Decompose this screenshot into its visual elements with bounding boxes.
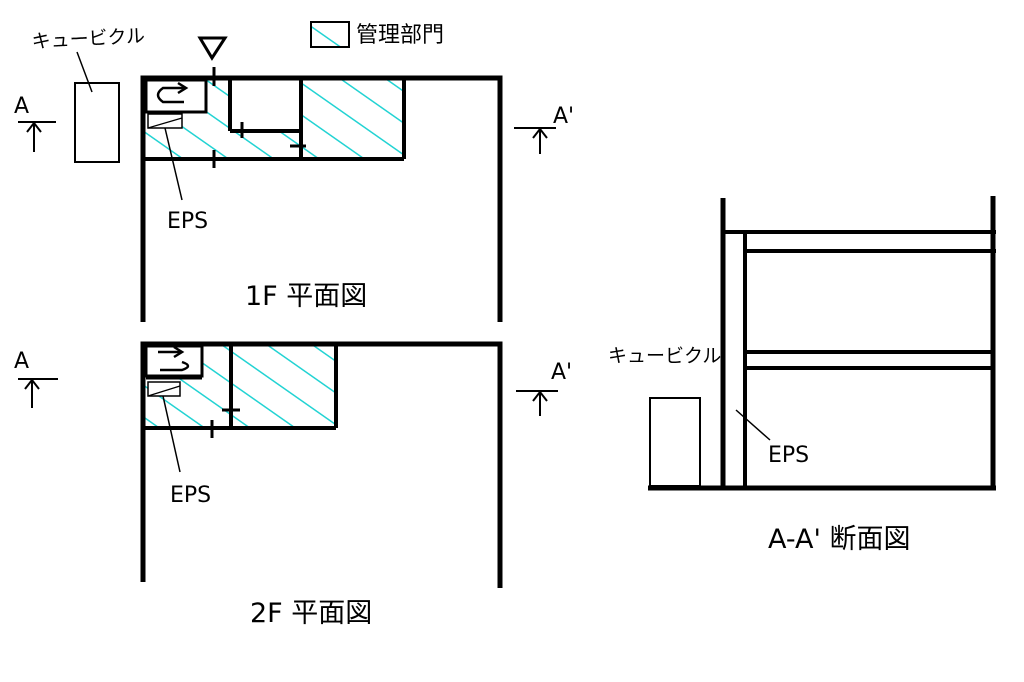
section-aa: キュービクル EPS A-A' 断面図 [608,196,996,555]
section-arrow-icon [24,378,40,390]
section-mark-a-1f: A [14,94,29,119]
plan-title-1f: 1F 平面図 [245,281,367,312]
plan-2f: EPS A A' 2F 平面図 [14,341,572,629]
eps-label-2f: EPS [170,483,211,508]
section-title: A-A' 断面図 [768,524,911,555]
entrance-marker-icon [197,36,228,61]
legend-label: 管理部門 [356,23,444,48]
cubicle-label-section: キュービクル [608,345,721,367]
outer-wall-2f [140,341,503,588]
management-area-right [301,78,403,159]
cubicle-1f [74,82,120,163]
stair-arrowhead-icon [177,81,189,95]
eps-label-section: EPS [768,443,809,468]
stair-arrowhead-icon [173,345,185,359]
section-arrow-icon [26,121,42,133]
stair-arrow-icon [156,86,184,104]
stair-box-2f [144,344,204,378]
outer-wall-1f [140,75,503,322]
plan-title-2f: 2F 平面図 [250,598,372,629]
plan-1f: キュービクル EPS A A' 1F 平面図 [14,25,574,322]
eps-label-1f: EPS [167,209,208,234]
stair-box-1f [144,78,208,114]
legend-swatch [310,21,350,48]
legend: 管理部門 [310,21,444,48]
section-mark-a-prime-1f: A' [553,104,574,129]
eps-shaft-2f [147,381,181,397]
section-mark-a-prime-2f: A' [551,360,572,385]
section-arrow-icon [532,390,548,402]
section-mark-a-2f: A [14,349,29,374]
section-arrow-icon [532,127,548,139]
cubicle-section [649,397,701,487]
management-area-right-2f [231,344,335,428]
cubicle-label-1f: キュービクル [31,25,145,53]
